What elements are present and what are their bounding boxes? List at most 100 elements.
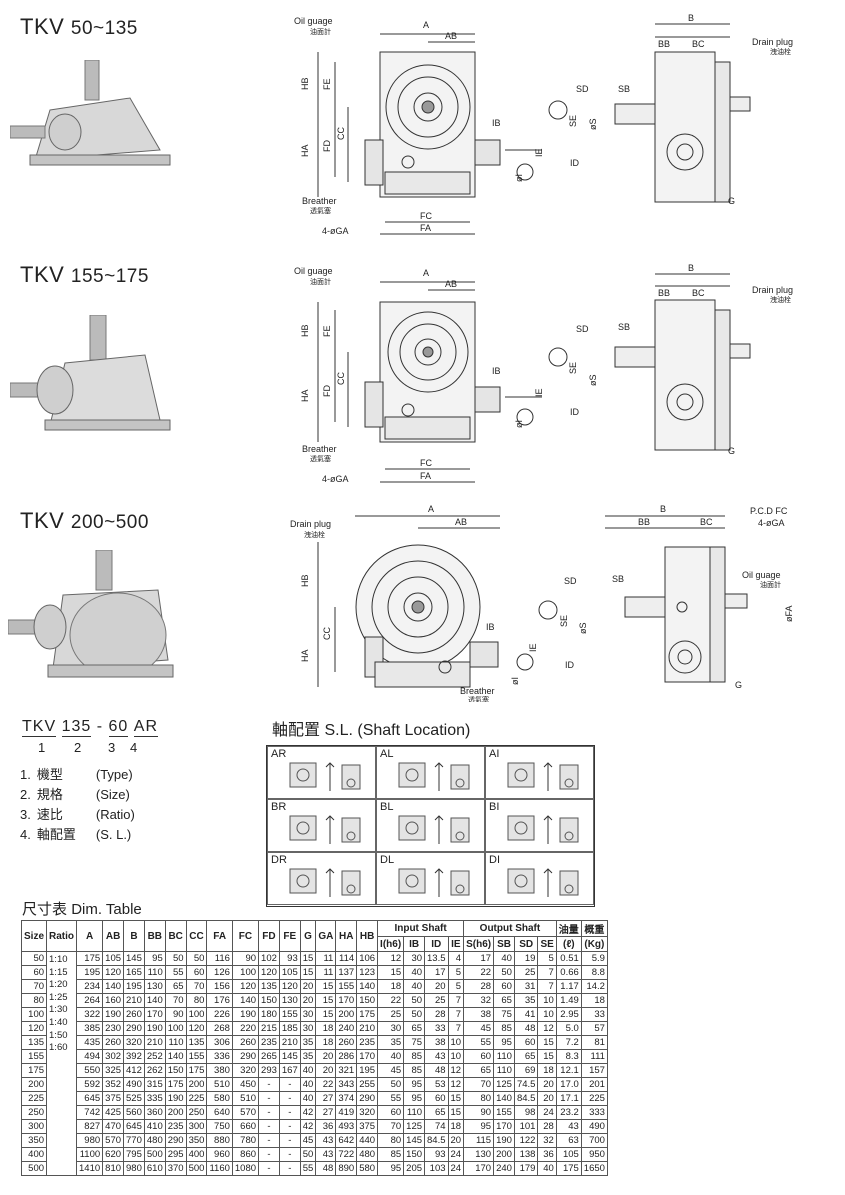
label-drain-plug-cn-2: 洩油栓 bbox=[770, 295, 791, 304]
table-cell: 5 bbox=[447, 979, 465, 994]
label-FC-2: FC bbox=[420, 458, 432, 468]
table-cell: 190 bbox=[143, 1021, 166, 1036]
table-cell: 200 bbox=[335, 1007, 358, 1022]
table-cell: 69 bbox=[513, 1063, 539, 1078]
table-cell: 7 bbox=[537, 965, 557, 980]
table-cell: 1080 bbox=[231, 1161, 260, 1176]
table-cell: 60 bbox=[185, 965, 208, 980]
table-cell: 65 bbox=[424, 1105, 449, 1120]
table-cell: 450 bbox=[231, 1077, 260, 1092]
table-cell: 322 bbox=[76, 1007, 104, 1022]
table-cell: 20 bbox=[315, 1049, 337, 1064]
label-CC-2: CC bbox=[336, 372, 346, 385]
table-cell: 42 bbox=[299, 1119, 317, 1134]
table-cell: 235 bbox=[258, 1035, 280, 1050]
table-cell: 7 bbox=[447, 1021, 465, 1036]
table-cell: 84.5 bbox=[513, 1091, 539, 1106]
table-cell: 1410 bbox=[76, 1161, 104, 1176]
table-cell: 50 bbox=[403, 1007, 426, 1022]
table-cell-size: 100 bbox=[20, 1007, 48, 1022]
table-cell: 200 bbox=[185, 1077, 208, 1092]
label-oil-gauge: Oil guage bbox=[294, 16, 333, 26]
table-cell: 860 bbox=[231, 1147, 260, 1162]
table-cell: 137 bbox=[335, 965, 358, 980]
table-cell: 645 bbox=[123, 1119, 145, 1134]
th-B: B bbox=[123, 920, 145, 952]
table-cell: 145 bbox=[403, 1133, 426, 1148]
table-cell: 30 bbox=[299, 1021, 317, 1036]
table-cell: 160 bbox=[102, 993, 125, 1008]
table-cell: 750 bbox=[206, 1119, 233, 1134]
th-FA: FA bbox=[206, 920, 233, 952]
table-cell: 392 bbox=[123, 1049, 145, 1064]
table-cell: 10 bbox=[537, 993, 557, 1008]
table-cell: 315 bbox=[143, 1077, 166, 1092]
table-cell: 230 bbox=[102, 1021, 125, 1036]
shaft-location-cell: BL bbox=[376, 799, 485, 852]
table-cell: 510 bbox=[206, 1077, 233, 1092]
table-cell: 5 bbox=[447, 965, 465, 980]
table-cell: 150 bbox=[356, 993, 379, 1008]
legend-row: 2.規格(Size) bbox=[20, 787, 130, 802]
table-cell-size: 60 bbox=[20, 965, 48, 980]
table-cell: 140 bbox=[164, 1049, 187, 1064]
table-cell: 31 bbox=[513, 979, 539, 994]
table-cell: 75 bbox=[493, 1007, 515, 1022]
label-drain-plug-cn-3: 洩油栓 bbox=[304, 530, 325, 539]
table-cell: 410 bbox=[143, 1119, 166, 1134]
label-oil-gauge-cn-2: 油面計 bbox=[310, 277, 331, 286]
table-cell: 15 bbox=[299, 951, 317, 966]
shaft-location-code: DR bbox=[271, 854, 287, 866]
table-cell: 225 bbox=[185, 1091, 208, 1106]
table-cell: 110 bbox=[164, 1035, 187, 1050]
label-breather-cn-3: 透氣塞 bbox=[468, 695, 489, 702]
label-pcd: P.C.D FC bbox=[750, 506, 788, 516]
table-cell: 65 bbox=[403, 1021, 426, 1036]
table-cell: 240 bbox=[493, 1161, 515, 1176]
table-cell: 70 bbox=[377, 1119, 405, 1134]
table-cell: 80 bbox=[185, 993, 208, 1008]
table-cell: 32 bbox=[463, 993, 495, 1008]
label-ga-3: 4-øGA bbox=[758, 518, 785, 528]
label-SE: SE bbox=[568, 115, 578, 127]
table-cell: 74 bbox=[424, 1119, 449, 1134]
label-FE: FE bbox=[322, 78, 332, 90]
table-cell: 180 bbox=[258, 1007, 280, 1022]
gearbox-photo-3 bbox=[8, 550, 174, 678]
label-S: øS bbox=[588, 118, 598, 130]
table-cell: 170 bbox=[335, 993, 358, 1008]
table-cell: 165 bbox=[123, 965, 145, 980]
table-cell: 95 bbox=[493, 1035, 515, 1050]
dimension-table: Size Ratio A AB B BB BC CC FA FC FD FE G… bbox=[20, 920, 608, 1176]
table-cell: 560 bbox=[123, 1105, 145, 1120]
table-cell: 75 bbox=[403, 1035, 426, 1050]
table-cell: 195 bbox=[76, 965, 104, 980]
table-cell: 205 bbox=[403, 1161, 426, 1176]
table-cell: 23.2 bbox=[555, 1105, 582, 1120]
table-cell: 140 bbox=[102, 979, 125, 994]
table-cell: 7 bbox=[537, 979, 557, 994]
series-title-3: TKV 200~500 bbox=[20, 508, 149, 533]
table-cell-size: 500 bbox=[20, 1161, 48, 1176]
table-cell: - bbox=[258, 1119, 280, 1134]
table-cell: 135 bbox=[185, 1035, 208, 1050]
table-cell: 90 bbox=[463, 1105, 495, 1120]
table-cell: 22 bbox=[463, 965, 495, 980]
th-FD: FD bbox=[258, 920, 280, 952]
table-cell: 15 bbox=[315, 979, 337, 994]
table-cell: 470 bbox=[102, 1119, 125, 1134]
table-cell: 234 bbox=[76, 979, 104, 994]
table-cell: 130 bbox=[143, 979, 166, 994]
table-cell: 53 bbox=[424, 1077, 449, 1092]
label-FA: FA bbox=[420, 223, 431, 233]
table-cell: 360 bbox=[143, 1105, 166, 1120]
table-cell: 50 bbox=[403, 993, 426, 1008]
table-cell: 350 bbox=[185, 1133, 208, 1148]
table-cell: 265 bbox=[258, 1049, 280, 1064]
table-cell: 110 bbox=[143, 965, 166, 980]
label-IE: IE bbox=[534, 148, 544, 157]
table-cell: 15 bbox=[315, 1007, 337, 1022]
